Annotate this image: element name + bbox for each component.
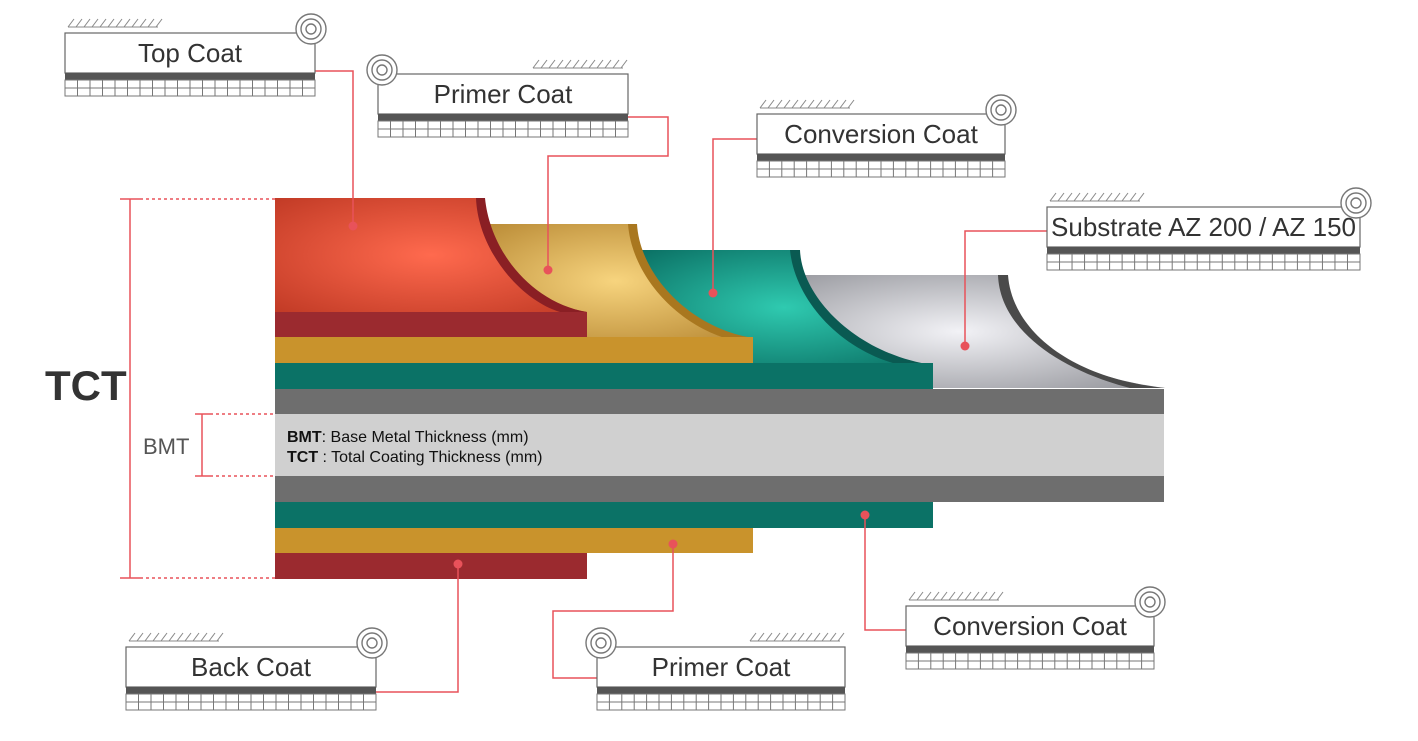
leader-dots bbox=[348, 221, 970, 569]
conversion-coat-curl bbox=[790, 250, 933, 365]
hatch-mark bbox=[749, 632, 845, 642]
substrate-metal-coating-bottom bbox=[275, 476, 1164, 502]
label-text: Top Coat bbox=[138, 38, 243, 68]
hatch-mark bbox=[1049, 192, 1145, 202]
label-text: Primer Coat bbox=[652, 652, 791, 682]
label-top-coat: Top Coat bbox=[64, 13, 327, 97]
top-coat-curl bbox=[476, 198, 587, 312]
bmt-label: BMT bbox=[143, 434, 189, 459]
primer-coat-curl bbox=[628, 224, 753, 338]
label-conversion-coat-top: Conversion Coat bbox=[756, 94, 1017, 178]
label-text: Back Coat bbox=[191, 652, 312, 682]
primer-band-bottom bbox=[275, 528, 753, 553]
label-text: Conversion Coat bbox=[933, 611, 1127, 641]
top-coat-band bbox=[275, 312, 587, 337]
label-text: Substrate AZ 200 / AZ 150 bbox=[1051, 212, 1356, 242]
hatch-mark bbox=[128, 632, 224, 642]
label-text: Primer Coat bbox=[434, 79, 573, 109]
tct-dimension bbox=[120, 198, 275, 579]
hatch-mark bbox=[759, 99, 855, 109]
leader-lines bbox=[315, 70, 1047, 693]
label-substrate: Substrate AZ 200 / AZ 150 bbox=[1046, 187, 1372, 271]
base-metal-core bbox=[275, 414, 1164, 476]
legend-tct: TCT : Total Coating Thickness (mm) bbox=[287, 449, 542, 466]
ring-icon bbox=[356, 627, 388, 659]
hatch-mark bbox=[908, 591, 1004, 601]
bmt-dimension bbox=[195, 413, 275, 477]
substrate-curl bbox=[998, 275, 1165, 388]
tct-label: TCT bbox=[45, 362, 127, 409]
ring-icon bbox=[1134, 586, 1166, 618]
label-back-coat: Back Coat bbox=[125, 627, 388, 711]
label-primer-coat-bottom: Primer Coat bbox=[585, 627, 846, 711]
primer-band-top bbox=[275, 337, 753, 363]
label-primer-coat-top: Primer Coat bbox=[366, 54, 629, 138]
ring-icon bbox=[1340, 187, 1372, 219]
legend-bmt: BMT: Base Metal Thickness (mm) bbox=[287, 429, 529, 446]
hatch-mark bbox=[532, 59, 628, 69]
conversion-band-top bbox=[275, 363, 933, 389]
substrate-metal-coating-top bbox=[275, 389, 1164, 414]
label-conversion-coat-bottom: Conversion Coat bbox=[905, 586, 1166, 670]
label-text: Conversion Coat bbox=[784, 119, 978, 149]
conversion-band-bottom bbox=[275, 502, 933, 528]
ring-icon bbox=[295, 13, 327, 45]
hatch-mark bbox=[67, 18, 163, 28]
ring-icon bbox=[585, 627, 617, 659]
ring-icon bbox=[985, 94, 1017, 126]
back-coat-band bbox=[275, 553, 587, 579]
ring-icon bbox=[366, 54, 398, 86]
